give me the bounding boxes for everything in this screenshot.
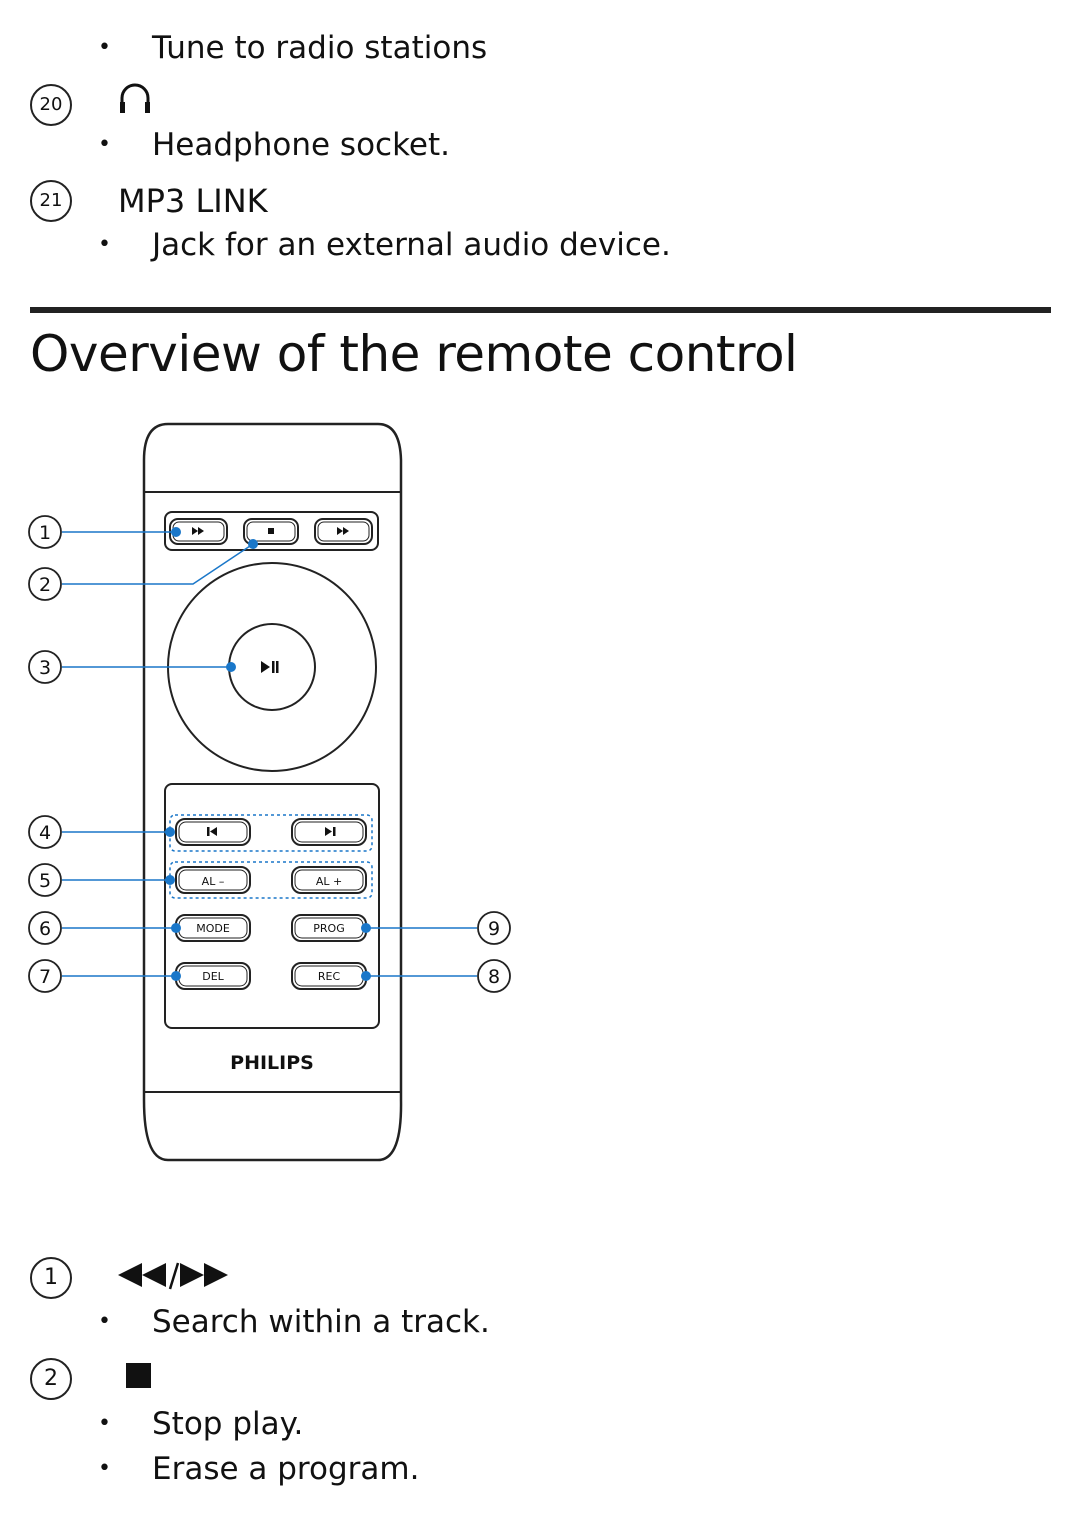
bullet-dot: • <box>98 232 111 257</box>
item-number-20: 20 <box>30 84 72 126</box>
callout-dots <box>165 527 371 981</box>
stop-icon <box>126 1363 151 1388</box>
bullet-text: Headphone socket. <box>152 127 451 163</box>
remote-control-svg: AL – AL + MODE PROG DEL REC PHILIPS <box>28 422 511 1162</box>
bullet-text: Stop play. <box>152 1406 304 1442</box>
callout-3: 3 <box>39 657 51 679</box>
bullet-dot: • <box>98 132 111 157</box>
next-icon <box>325 827 332 836</box>
bullet-stop-play: • Stop play. <box>98 1404 303 1444</box>
al-minus-label: AL – <box>202 875 225 888</box>
bullet-erase-program: • Erase a program. <box>98 1449 419 1489</box>
del-label: DEL <box>202 970 224 983</box>
rec-label: REC <box>318 970 341 983</box>
prev-icon <box>207 827 210 836</box>
bullet-text: Jack for an external audio device. <box>152 227 671 263</box>
section-title: Overview of the remote control <box>30 325 798 383</box>
callout-4: 4 <box>39 822 51 844</box>
al-minus-button <box>175 866 251 894</box>
al-plus-button <box>291 866 367 894</box>
callout-8: 8 <box>488 966 500 988</box>
item-number-2: 2 <box>30 1358 72 1400</box>
callout-6: 6 <box>39 918 51 940</box>
headphones-icon <box>117 80 153 116</box>
bullet-text: Search within a track. <box>152 1304 490 1340</box>
remote-control-diagram: AL – AL + MODE PROG DEL REC PHILIPS <box>0 410 560 1190</box>
al-plus-label: AL + <box>316 875 342 888</box>
play-pause-icon <box>261 661 270 673</box>
rewind-forward-icon <box>116 1260 232 1292</box>
callout-1: 1 <box>39 522 51 544</box>
callout-lines <box>62 531 477 977</box>
item-label-mp3-link: MP3 LINK <box>118 182 268 220</box>
bullet-text: Erase a program. <box>152 1451 420 1487</box>
section-divider <box>30 307 1051 313</box>
bullet-dot: • <box>98 1411 111 1436</box>
rewind-icon <box>192 527 198 535</box>
bullet-dot: • <box>98 1456 111 1481</box>
callout-9: 9 <box>488 918 500 940</box>
forward-icon <box>337 527 343 535</box>
bullet-dot: • <box>98 35 111 60</box>
bullet-mp3-link-jack: • Jack for an external audio device. <box>98 225 671 265</box>
bullet-tune-radio: • Tune to radio stations <box>98 28 487 68</box>
bullet-headphone-socket: • Headphone socket. <box>98 125 450 165</box>
item-number-1: 1 <box>30 1257 72 1299</box>
stop-icon-small <box>268 528 274 534</box>
bullet-dot: • <box>98 1309 111 1334</box>
callout-7: 7 <box>39 966 51 988</box>
callout-5: 5 <box>39 870 51 892</box>
mode-label: MODE <box>196 922 230 935</box>
callout-2: 2 <box>39 574 51 596</box>
item-number-21: 21 <box>30 180 72 222</box>
callout-numbers: 1 2 3 4 5 6 7 8 9 <box>28 515 511 993</box>
bullet-text: Tune to radio stations <box>152 30 488 66</box>
brand-logo: PHILIPS <box>230 1052 314 1074</box>
prog-label: PROG <box>313 922 344 935</box>
bullet-search-track: • Search within a track. <box>98 1302 490 1342</box>
